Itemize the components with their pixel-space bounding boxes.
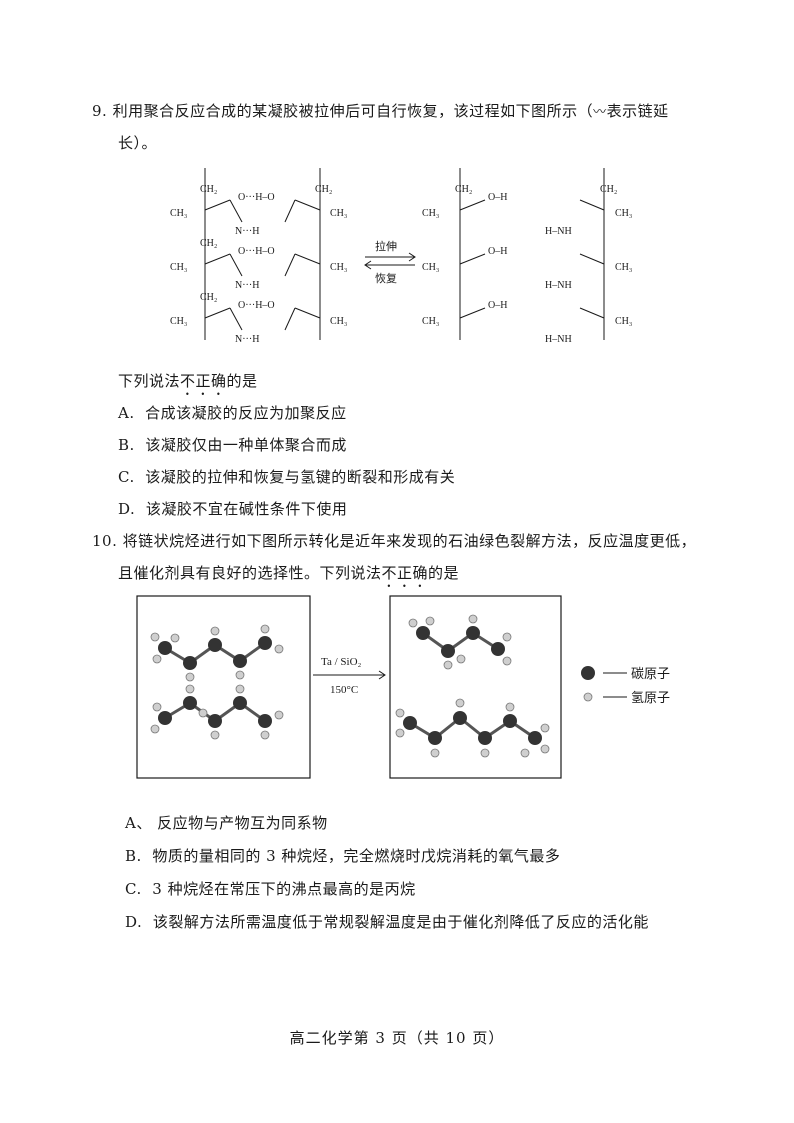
q9-option-b[interactable]: B. 该凝胶仅由一种单体聚合而成 xyxy=(118,434,347,455)
label-nh: H–NH xyxy=(545,226,572,237)
label-ch3: CH₃ xyxy=(170,316,187,327)
legend-hydrogen-label: 氢原子 xyxy=(631,690,670,705)
q9-ask-a: 下列说法 xyxy=(118,372,181,390)
label-oh: O–H xyxy=(488,246,507,257)
gel-structure-diagram: CH₂ CH₃ O···H–O N···H CH₃ CH₂ CH₂ CH₃ O·… xyxy=(170,168,632,345)
label-ch3: CH₃ xyxy=(170,262,187,273)
arrow-label-recover: 恢复 xyxy=(375,271,397,285)
label-ch3: CH₃ xyxy=(615,316,632,327)
option-label: A、 xyxy=(125,814,152,832)
option-text: 3 种烷烃在常压下的沸点最高的是丙烷 xyxy=(152,880,416,898)
q9-stem-line2: 长）。 xyxy=(118,134,158,152)
option-label: D. xyxy=(125,913,143,931)
q9-stem-text-a: 利用聚合反应合成的某凝胶被拉伸后可自行恢复，该过程如下图所示（ xyxy=(112,102,594,120)
label-oh: O–H xyxy=(488,300,507,311)
q9-option-a[interactable]: A. 合成该凝胶的反应为加聚反应 xyxy=(118,402,347,423)
q10-stem-emphasis: 不正确 xyxy=(381,564,429,582)
option-text: 合成该凝胶的反应为加聚反应 xyxy=(145,404,347,422)
q9-ask: 下列说法不正确的是 xyxy=(118,370,258,399)
label-nh: H–NH xyxy=(545,334,572,345)
label-ch3: CH₃ xyxy=(330,208,347,219)
option-text: 物质的量相同的 3 种烷烃，完全燃烧时戊烷消耗的氧气最多 xyxy=(152,847,561,865)
q9-stem-line1: 9. 利用聚合反应合成的某凝胶被拉伸后可自行恢复，该过程如下图所示（〰表示链延 xyxy=(92,100,669,121)
option-label: C. xyxy=(125,880,142,898)
q9-option-d[interactable]: D. 该凝胶不宜在碱性条件下使用 xyxy=(118,498,347,519)
q10-number: 10. xyxy=(92,532,118,550)
label-ch2: CH₂ xyxy=(200,184,217,195)
option-text: 该凝胶的拉伸和恢复与氢键的断裂和形成有关 xyxy=(145,468,456,486)
page-footer: 高二化学第 3 页（共 10 页） xyxy=(289,1029,505,1047)
cracking-reaction-diagram: Ta / SiO₂ 150°C 碳原子 氢原子 xyxy=(136,595,670,779)
label-hbond: O···H–O xyxy=(238,246,275,257)
option-label: D. xyxy=(118,500,136,518)
label-ch3: CH₃ xyxy=(330,262,347,273)
label-ch2: CH₂ xyxy=(200,292,217,303)
label-ch3: CH₃ xyxy=(330,316,347,327)
option-text: 反应物与产物互为同系物 xyxy=(157,814,328,832)
chain-symbol: 〰 xyxy=(593,105,607,120)
option-label: C. xyxy=(118,468,135,486)
label-nh: N···H xyxy=(235,334,259,345)
q10-stem-line2: 且催化剂具有良好的选择性。下列说法不正确的是 xyxy=(118,562,459,591)
label-nh: N···H xyxy=(235,280,259,291)
label-oh: O–H xyxy=(488,192,507,203)
label-ch2: CH₂ xyxy=(200,238,217,249)
option-label: B. xyxy=(118,436,135,454)
q9-ask-b: 的是 xyxy=(226,372,258,390)
q9-number: 9. xyxy=(92,102,108,120)
label-nh: H–NH xyxy=(545,280,572,291)
label-ch3: CH₃ xyxy=(422,262,439,273)
product-box xyxy=(389,595,562,779)
legend-carbon-label: 碳原子 xyxy=(631,666,670,681)
option-text: 该凝胶不宜在碱性条件下使用 xyxy=(145,500,348,518)
option-text: 该裂解方法所需温度低于常规裂解温度是由于催化剂降低了反应的活化能 xyxy=(152,913,649,931)
q10-option-a[interactable]: A、 反应物与产物互为同系物 xyxy=(125,812,328,833)
label-ch2: CH₂ xyxy=(600,184,617,195)
label-ch3: CH₃ xyxy=(615,262,632,273)
catalyst-label: Ta / SiO₂ xyxy=(321,656,362,668)
q10-option-c[interactable]: C. 3 种烷烃在常压下的沸点最高的是丙烷 xyxy=(125,878,416,899)
q10-stem-line1: 10. 将链状烷烃进行如下图所示转化是近年来发现的石油绿色裂解方法，反应温度更低… xyxy=(92,530,696,551)
option-label: A. xyxy=(118,404,135,422)
label-ch3: CH₃ xyxy=(170,208,187,219)
option-label: B. xyxy=(125,847,142,865)
q10-stem-a: 且催化剂具有良好的选择性。下列说法 xyxy=(118,564,382,582)
label-hbond: O···H–O xyxy=(238,192,275,203)
q9-ask-emphasis: 不正确 xyxy=(180,372,227,390)
q9-option-c[interactable]: C. 该凝胶的拉伸和恢复与氢键的断裂和形成有关 xyxy=(118,466,455,487)
q10-stem-b: 的是 xyxy=(428,564,460,582)
label-ch3: CH₃ xyxy=(615,208,632,219)
option-text: 该凝胶仅由一种单体聚合而成 xyxy=(145,436,347,454)
label-ch3: CH₃ xyxy=(422,208,439,219)
q10-stem-text: 将链状烷烃进行如下图所示转化是近年来发现的石油绿色裂解方法，反应温度更低， xyxy=(122,532,697,550)
reactant-box xyxy=(136,595,311,779)
q9-stem-text-b: 表示链延 xyxy=(606,102,669,120)
label-ch2: CH₂ xyxy=(455,184,472,195)
arrow-label-stretch: 拉伸 xyxy=(375,239,397,253)
q10-option-b[interactable]: B. 物质的量相同的 3 种烷烃，完全燃烧时戊烷消耗的氧气最多 xyxy=(125,845,560,866)
label-hbond: O···H–O xyxy=(238,300,275,311)
temperature-label: 150°C xyxy=(330,684,358,696)
label-ch2: CH₂ xyxy=(315,184,332,195)
label-ch3: CH₃ xyxy=(422,316,439,327)
q10-option-d[interactable]: D. 该裂解方法所需温度低于常规裂解温度是由于催化剂降低了反应的活化能 xyxy=(125,911,649,932)
label-nh: N···H xyxy=(235,226,259,237)
